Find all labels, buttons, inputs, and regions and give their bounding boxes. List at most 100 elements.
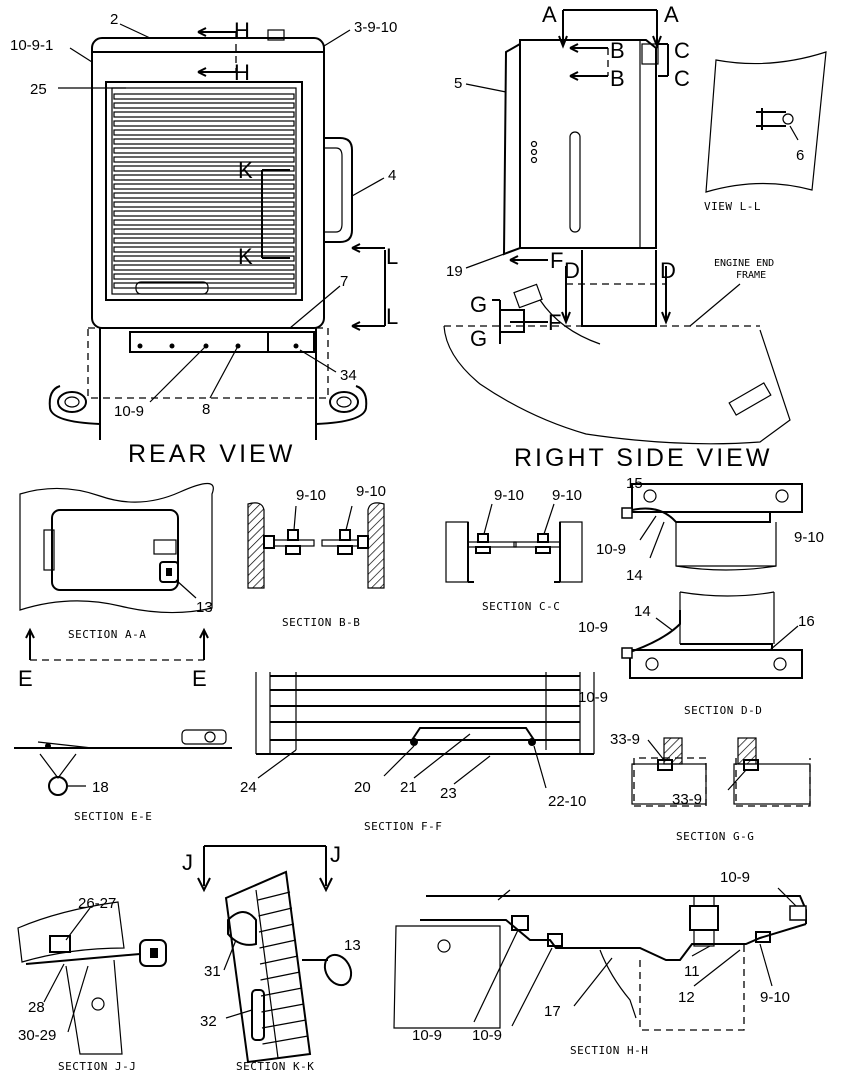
cut-letter-f-top: F — [550, 248, 563, 273]
grille-louvre — [113, 120, 295, 127]
section-k-k-title: SECTION K-K — [236, 1060, 314, 1073]
grille-louvre — [113, 246, 295, 253]
section-k-rib — [260, 987, 303, 997]
callout-6: 6 — [796, 147, 804, 164]
cut-letter-c-bottom: C — [674, 66, 690, 91]
callout-19: 19 — [446, 263, 463, 280]
grille-louvre — [113, 282, 295, 289]
cut-letter-f-bottom: F — [548, 310, 561, 335]
section-e-e-drawing — [14, 729, 232, 796]
section-g-g-drawing — [631, 737, 811, 807]
callout-10-9-section-d-top: 10-9 — [596, 541, 626, 558]
callout-15: 15 — [626, 475, 643, 492]
cut-letter-c-top: C — [674, 38, 690, 63]
cut-letter-e-left: E — [18, 666, 33, 691]
cut-letter-g-bottom: G — [470, 326, 487, 351]
callout-30-29: 30-29 — [18, 1027, 56, 1044]
callout-3-9-10: 3-9-10 — [354, 19, 397, 36]
grille-louvre — [113, 264, 295, 271]
callout-9-10-section-h: 9-10 — [760, 989, 790, 1006]
right-side-view-drawing — [443, 9, 791, 445]
rear-view-drawing — [48, 23, 386, 440]
grille-louvre — [113, 273, 295, 280]
section-a-a-title: SECTION A-A — [68, 628, 146, 641]
grille-louvre — [113, 93, 295, 100]
callout-10-9-section-h-top: 10-9 — [720, 869, 750, 886]
cut-letter-a-right: A — [664, 2, 679, 27]
callout-18: 18 — [92, 779, 109, 796]
section-h-h-title: SECTION H-H — [570, 1044, 648, 1057]
callout-8: 8 — [202, 401, 210, 418]
grille-louvre — [113, 129, 295, 136]
grille-louvre — [113, 156, 295, 163]
section-g-g-title: SECTION G-G — [676, 830, 754, 843]
section-k-rib — [262, 1035, 309, 1045]
callout-9-10-section-c-left: 9-10 — [494, 487, 524, 504]
callout-9-10-section-b-right: 9-10 — [356, 483, 386, 500]
cut-letter-h-bottom: H — [234, 60, 250, 85]
grille-louvre — [113, 192, 295, 199]
cut-letter-l-top: L — [386, 244, 398, 269]
grille-louvre — [113, 111, 295, 118]
callout-9-10-section-b-left: 9-10 — [296, 487, 326, 504]
section-f-f-drawing — [255, 672, 595, 789]
section-h-h-drawing — [393, 887, 807, 1031]
callout-33-9-right: 33-9 — [672, 791, 702, 808]
callout-21: 21 — [400, 779, 417, 796]
section-k-rib — [259, 939, 297, 949]
rear-view-title: REAR VIEW — [128, 440, 295, 468]
cut-letter-a-left: A — [542, 2, 557, 27]
callout-14-top: 14 — [626, 567, 643, 584]
section-c-c-title: SECTION C-C — [482, 600, 560, 613]
cut-letter-d-left: D — [564, 258, 580, 283]
callout-4: 4 — [388, 167, 396, 184]
section-c-c-drawing — [445, 503, 583, 583]
callout-34: 34 — [340, 367, 357, 384]
section-e-cut-drawing — [25, 627, 209, 661]
callout-16: 16 — [798, 613, 815, 630]
section-k-rib — [261, 1019, 307, 1029]
callout-7: 7 — [340, 273, 348, 290]
callout-26-27: 26-27 — [78, 895, 116, 912]
section-d-d-title: SECTION D-D — [684, 704, 762, 717]
callout-28: 28 — [28, 999, 45, 1016]
cut-letter-k-bottom: K — [238, 244, 253, 269]
callout-13-section-a: 13 — [196, 599, 213, 616]
grille-louvre — [113, 165, 295, 172]
diagram-labels: REAR VIEW RIGHT SIDE VIEW VIEW L-L ENGIN… — [10, 2, 824, 1073]
section-k-rib — [261, 1003, 305, 1013]
callout-12: 12 — [678, 989, 695, 1006]
grille-louvre — [113, 219, 295, 226]
callout-10-9-section-d-mid: 10-9 — [578, 619, 608, 636]
section-k-rib — [258, 907, 293, 917]
callout-9-10-section-d: 9-10 — [794, 529, 824, 546]
grille-louvre — [113, 138, 295, 145]
callout-23: 23 — [440, 785, 457, 802]
section-k-rib — [259, 955, 299, 965]
callout-22-10: 22-10 — [548, 793, 586, 810]
grille-louvre — [113, 183, 295, 190]
callout-11: 11 — [684, 963, 700, 980]
callout-5: 5 — [454, 75, 462, 92]
callout-10-9-section-d-bottom: 10-9 — [578, 689, 608, 706]
section-k-rib — [260, 971, 301, 981]
section-k-rib — [258, 923, 295, 933]
callout-24: 24 — [240, 779, 257, 796]
cut-letter-j-right: J — [330, 842, 341, 867]
cut-letter-j-left: J — [182, 850, 193, 875]
cut-letter-k-top: K — [238, 158, 253, 183]
grille-louvre — [113, 102, 295, 109]
section-k-k-drawing — [197, 845, 353, 1064]
cut-letter-l-bottom: L — [386, 304, 398, 329]
cut-letter-b-top: B — [610, 38, 625, 63]
grille-louvre — [113, 174, 295, 181]
callout-31: 31 — [204, 963, 221, 980]
callout-32: 32 — [200, 1013, 217, 1030]
section-k-rib — [257, 891, 291, 901]
section-j-j-drawing — [17, 901, 167, 1055]
callout-10-9-rear: 10-9 — [114, 403, 144, 420]
callout-10-9-section-h-left: 10-9 — [412, 1027, 442, 1044]
grille-louvre — [113, 237, 295, 244]
